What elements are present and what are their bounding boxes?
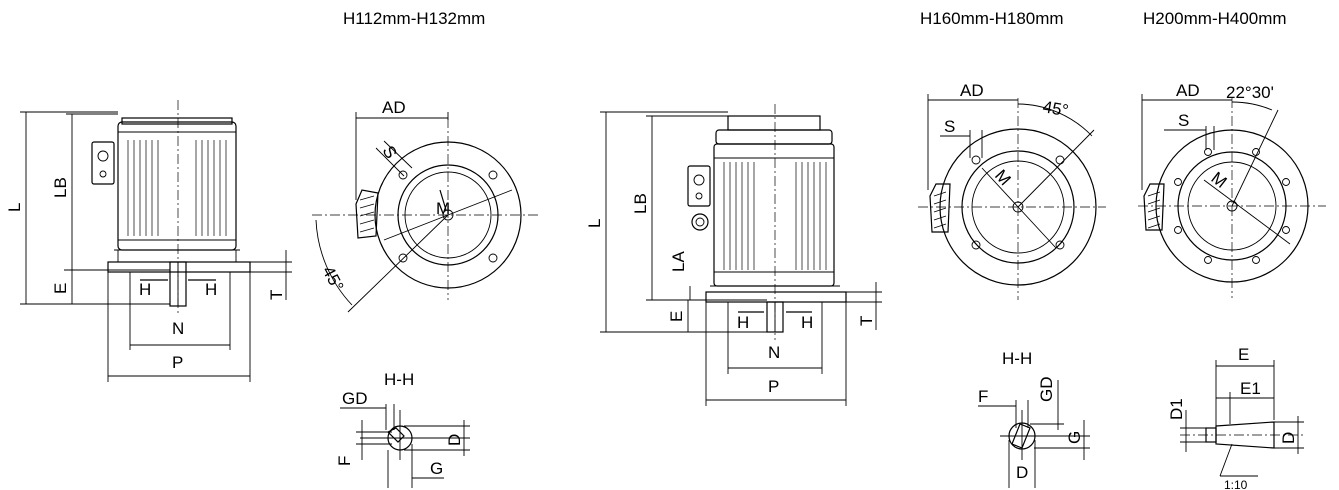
angle-label-2230: 22°30' [1226, 83, 1274, 102]
dim-label-s-1: S [379, 143, 401, 162]
section-title-hh-2: H-H [1002, 349, 1032, 368]
dim-label-t-2: T [857, 316, 876, 326]
section-mark-h-right-1: H [205, 280, 217, 299]
dim-label-l-1: L [5, 203, 24, 212]
shaft-end-taper-detail [1180, 360, 1304, 477]
dim-label-s-3: S [1178, 111, 1189, 130]
dim-label-f-2: F [978, 387, 988, 406]
dim-label-d-1: D [445, 434, 464, 446]
dim-label-ad-3: AD [1176, 81, 1200, 100]
section-title-hh-1: H-H [384, 370, 414, 389]
section-mark-h-left-1: H [139, 280, 151, 299]
dim-label-m-2: M [991, 166, 1015, 189]
dim-label-lb-1: LB [51, 177, 70, 198]
section-mark-h-right-2: H [801, 313, 813, 332]
header-h160-h180: H160mm-H180mm [920, 9, 1064, 28]
dim-label-n-2: N [768, 343, 780, 362]
motor-side-view-small [20, 100, 292, 382]
header-h200-h400: H200mm-H400mm [1143, 9, 1287, 28]
dim-label-ad-2: AD [960, 81, 984, 100]
dim-label-n-1: N [172, 319, 184, 338]
motor-side-view-large [600, 104, 882, 406]
dim-label-e-3: E [1238, 345, 1249, 364]
flange-view-large [1138, 94, 1326, 298]
dim-label-t-1: T [267, 290, 286, 300]
dim-label-s-2: S [944, 117, 955, 136]
dim-label-ad-1: AD [382, 98, 406, 117]
dim-label-m-3: M [1208, 168, 1231, 192]
dim-label-f-1: F [335, 456, 354, 466]
flange-view-small [312, 112, 540, 313]
dim-label-d-2: D [1016, 463, 1028, 482]
dim-label-la: LA [669, 251, 688, 272]
dim-label-e1: E1 [1240, 379, 1261, 398]
dim-label-g-1: G [430, 459, 443, 478]
dim-label-gd-1: GD [342, 389, 368, 408]
shaft-section-hh-large [978, 380, 1090, 488]
dim-label-lb-2: LB [631, 193, 650, 214]
dim-label-p-1: P [172, 353, 183, 372]
dim-label-d-3: D [1279, 432, 1298, 444]
flange-view-medium [918, 94, 1106, 300]
dim-label-e-1: E [51, 283, 70, 294]
dim-label-p-2: P [768, 377, 779, 396]
angle-label-45-2: 45° [1041, 97, 1070, 120]
section-mark-h-left-2: H [737, 313, 749, 332]
shaft-section-hh-small [340, 404, 470, 488]
dim-label-g-2: G [1065, 431, 1084, 444]
dim-label-l-2: L [585, 219, 604, 228]
dim-label-e-2: E [667, 311, 686, 322]
dim-label-gd-2: GD [1037, 377, 1056, 403]
dim-label-m-1: M [436, 199, 450, 218]
taper-ratio-label: 1:10 [1224, 478, 1248, 490]
angle-label-45-1: 45° [318, 263, 347, 295]
header-h112-h132: H112mm-H132mm [343, 9, 485, 28]
dim-label-d1: D1 [1167, 398, 1186, 420]
